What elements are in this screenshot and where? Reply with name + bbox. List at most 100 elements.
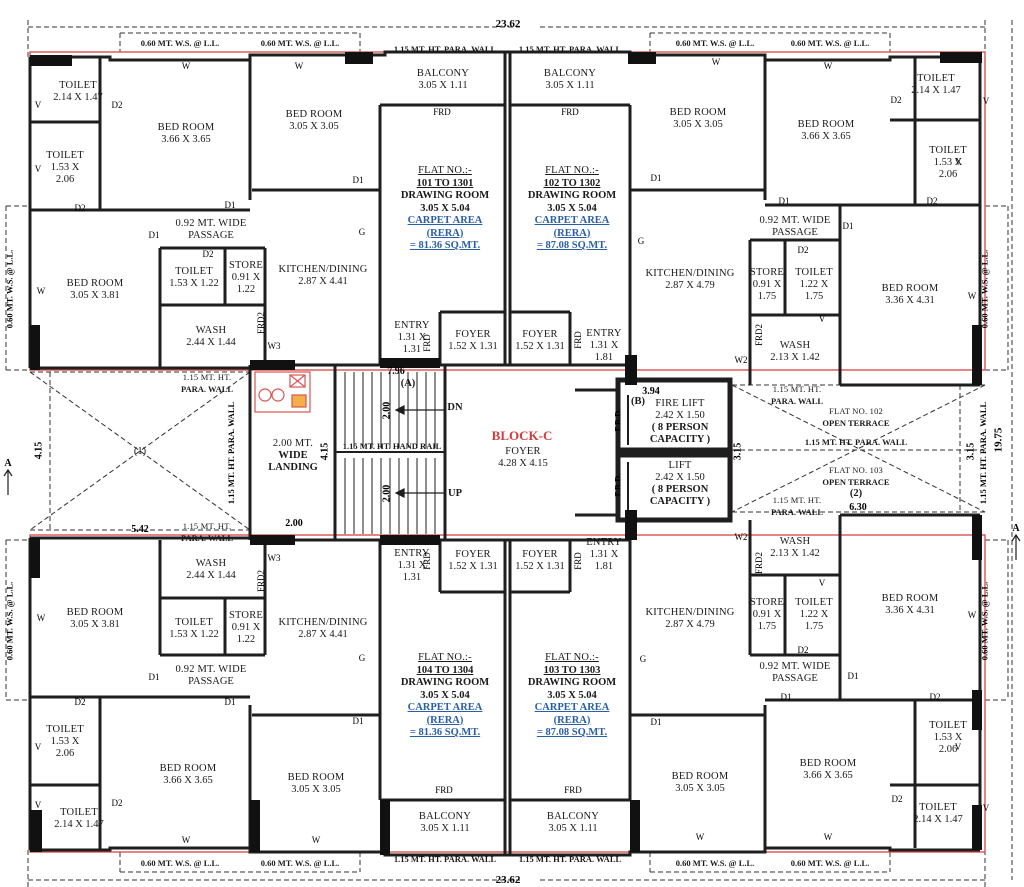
vent-tag: V bbox=[954, 742, 962, 752]
door-tag: D2 bbox=[797, 245, 809, 255]
window-tag: W bbox=[181, 61, 191, 71]
vent-tag: V bbox=[34, 742, 42, 752]
left-offset: 5.42 bbox=[131, 524, 149, 535]
door-tag: D1 bbox=[148, 672, 160, 682]
ws-right-top: 0.60 MT. W.S. @ L.L. bbox=[979, 249, 990, 329]
stair-width: 7.96 bbox=[387, 366, 405, 377]
window-tag: W bbox=[823, 832, 833, 842]
ws-right-bottom: 0.60 MT. W.S. @ L.L. bbox=[979, 581, 990, 661]
vent-tag: V bbox=[34, 800, 42, 810]
ws-bottom-left-2: 0.60 MT. W.S. @ L.L. bbox=[260, 858, 340, 868]
door-tag: D1 bbox=[352, 175, 364, 185]
ws-bottom-right-2: 0.60 MT. W.S. @ L.L. bbox=[790, 858, 870, 868]
terrace-offset: 6.30 bbox=[849, 502, 867, 513]
vent-tag: V bbox=[954, 157, 962, 167]
door-tag: D2 bbox=[891, 794, 903, 804]
door-tag: D1 bbox=[224, 200, 236, 210]
overall-width-top: 23.62 bbox=[495, 18, 521, 30]
window-tag: W3 bbox=[267, 553, 281, 563]
right-span: 3.15 bbox=[732, 442, 744, 461]
door-tag: D1 bbox=[778, 196, 790, 206]
door-tag: FRD2 bbox=[256, 311, 267, 335]
lift-shafts bbox=[615, 377, 733, 523]
lift-width: 3.94 bbox=[642, 386, 660, 397]
stair-depth: 4.15 bbox=[319, 442, 331, 461]
window-tag: W bbox=[36, 286, 46, 296]
landing-width: 2.00 bbox=[285, 518, 303, 529]
door-tag: FRD bbox=[435, 785, 453, 795]
ws-top-left-2: 0.60 MT. W.S. @ L.L. bbox=[260, 38, 340, 48]
door-tag: D2 bbox=[111, 798, 123, 808]
door-tag: FRD bbox=[572, 331, 583, 349]
stair-down: DN bbox=[447, 402, 463, 413]
section-a-right: A bbox=[1012, 523, 1020, 534]
door-tag: FRD bbox=[421, 552, 432, 570]
section-markers bbox=[3, 468, 1021, 560]
window-tag: W bbox=[181, 835, 191, 845]
right-span-2: 3.15 bbox=[965, 442, 977, 461]
door-tag: D2 bbox=[797, 645, 809, 655]
door-tag: D1 bbox=[780, 692, 792, 702]
overall-depth: 19.75 bbox=[992, 427, 1005, 453]
door-tag: D2 bbox=[929, 692, 941, 702]
para-top-1: 1.15 MT. HT. PARA. WALL bbox=[393, 44, 497, 54]
frd-lift: F.R.D. bbox=[612, 473, 623, 497]
cutout-1: (1) bbox=[133, 446, 147, 457]
window-tag: W bbox=[311, 835, 321, 845]
left-span: 4.15 bbox=[33, 441, 45, 460]
window-tag: W bbox=[823, 61, 833, 71]
vent-tag: V bbox=[818, 314, 826, 324]
section-a-left: A bbox=[4, 458, 12, 469]
door-tag: D2 bbox=[74, 697, 86, 707]
vent-tag: V bbox=[982, 96, 990, 106]
ws-top-right-2: 0.60 MT. W.S. @ L.L. bbox=[790, 38, 870, 48]
walls bbox=[28, 50, 982, 857]
door-tag: D1 bbox=[842, 221, 854, 231]
door-tag: D1 bbox=[148, 230, 160, 240]
ws-top-left-1: 0.60 MT. W.S. @ L.L. bbox=[140, 38, 220, 48]
door-tag: D2 bbox=[890, 95, 902, 105]
window-tag: W bbox=[967, 610, 977, 620]
window-tag: W bbox=[36, 613, 46, 623]
vent-tag: V bbox=[982, 803, 990, 813]
columns bbox=[30, 52, 982, 855]
stair-up: UP bbox=[448, 488, 462, 499]
dimension-lines bbox=[5, 20, 1013, 887]
stair-arrows bbox=[394, 405, 445, 498]
